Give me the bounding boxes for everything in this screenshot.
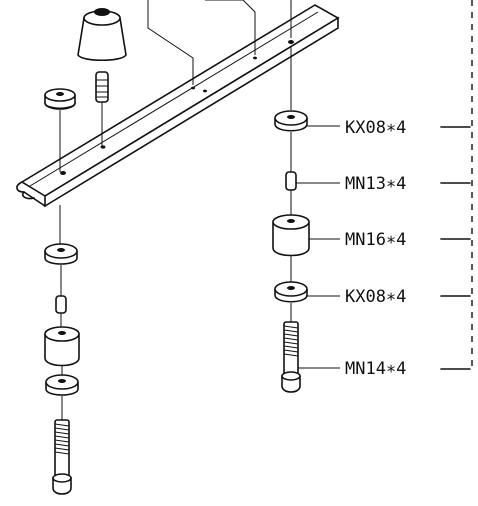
part-labels: KX08∗4 MN13∗4 MN16∗4 KX08∗4 MN14∗4 — [345, 118, 406, 379]
rail-hole — [253, 56, 257, 60]
label-kx08-top: KX08∗4 — [345, 118, 406, 138]
top-leader-lines — [147, 0, 292, 85]
label-mn13: MN13∗4 — [345, 174, 406, 194]
rail-hole — [191, 86, 195, 90]
rail-hole — [100, 145, 106, 149]
right-exploded-stack — [272, 46, 310, 393]
label-mn16: MN16∗4 — [345, 230, 406, 250]
rail-hole — [60, 171, 66, 175]
label-kx08-bottom: KX08∗4 — [345, 287, 406, 307]
label-mn14: MN14∗4 — [345, 359, 406, 379]
rail-hole — [288, 40, 294, 44]
conical-foot-assembly — [77, 8, 127, 146]
rail-hole — [203, 89, 207, 93]
rail-bracket — [16, 4, 340, 208]
callout-leaders — [296, 0, 473, 370]
left-exploded-stack — [44, 88, 80, 495]
